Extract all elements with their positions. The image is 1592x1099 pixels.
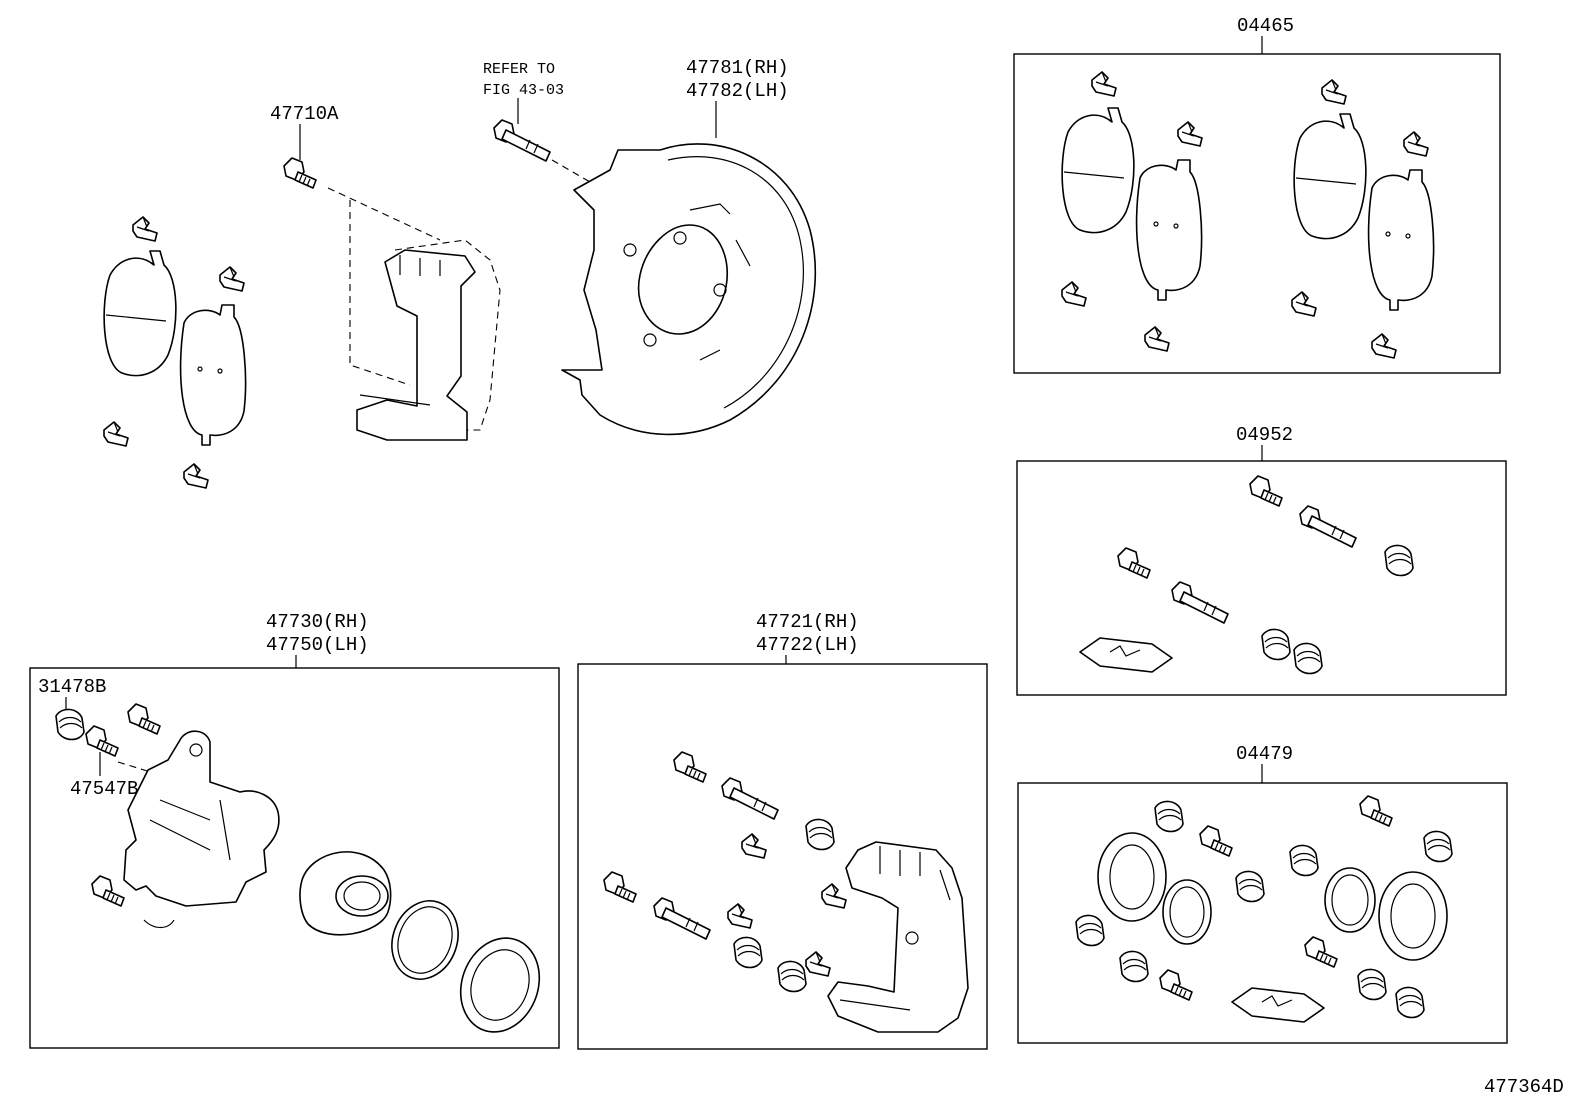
illustration-number: 477364D	[1484, 1076, 1564, 1098]
left-pad-set	[103, 216, 247, 489]
cylinder-lh-label: 47750(LH)	[266, 634, 369, 656]
cylinder-rh-label: 47730(RH)	[266, 611, 369, 633]
cylinder-kit-box	[1017, 782, 1508, 1044]
refer-text-line1: REFER TO	[483, 61, 555, 78]
cylinder-boot	[459, 937, 541, 1033]
mounting-parts	[603, 751, 847, 993]
pad-kit-box	[1013, 53, 1501, 374]
pad-kit-parts	[1061, 71, 1435, 359]
mounting-bracket	[827, 841, 969, 1033]
refer-text-line2: FIG 43-03	[483, 82, 564, 99]
bleeder-plug-label: 47547B	[70, 778, 138, 800]
mounting-rh-label: 47721(RH)	[756, 611, 859, 633]
guide-kit-parts	[1079, 475, 1414, 675]
caliper-bolt	[283, 157, 317, 189]
pad-kit-label: 04465	[1237, 15, 1294, 37]
reference-bolt	[493, 119, 551, 162]
bleeder-dash	[117, 761, 171, 779]
cylinder-body	[91, 703, 280, 929]
piston-seal	[391, 900, 459, 980]
caliper-bolt-label: 47710A	[270, 103, 339, 125]
guide-kit-label: 04952	[1236, 424, 1293, 446]
mounting-bracket-phantom	[356, 239, 501, 441]
dust-cover	[561, 143, 817, 436]
mounting-lh-label: 47722(LH)	[756, 634, 859, 656]
bleeder-plug	[85, 725, 119, 757]
bleeder-cap-label: 31478B	[38, 676, 106, 698]
guide-kit-box	[1016, 460, 1507, 696]
mounting-box	[577, 663, 988, 1050]
dust-cover-lh-label: 47782(LH)	[686, 80, 789, 102]
bleeder-cap	[55, 708, 85, 741]
cylinder-kit-label: 04479	[1236, 743, 1293, 765]
cylinder-box	[29, 667, 560, 1049]
bolt-dash-line	[327, 187, 441, 386]
cylinder-kit-parts	[1075, 795, 1453, 1023]
piston	[299, 851, 392, 936]
dust-cover-rh-label: 47781(RH)	[686, 57, 789, 79]
